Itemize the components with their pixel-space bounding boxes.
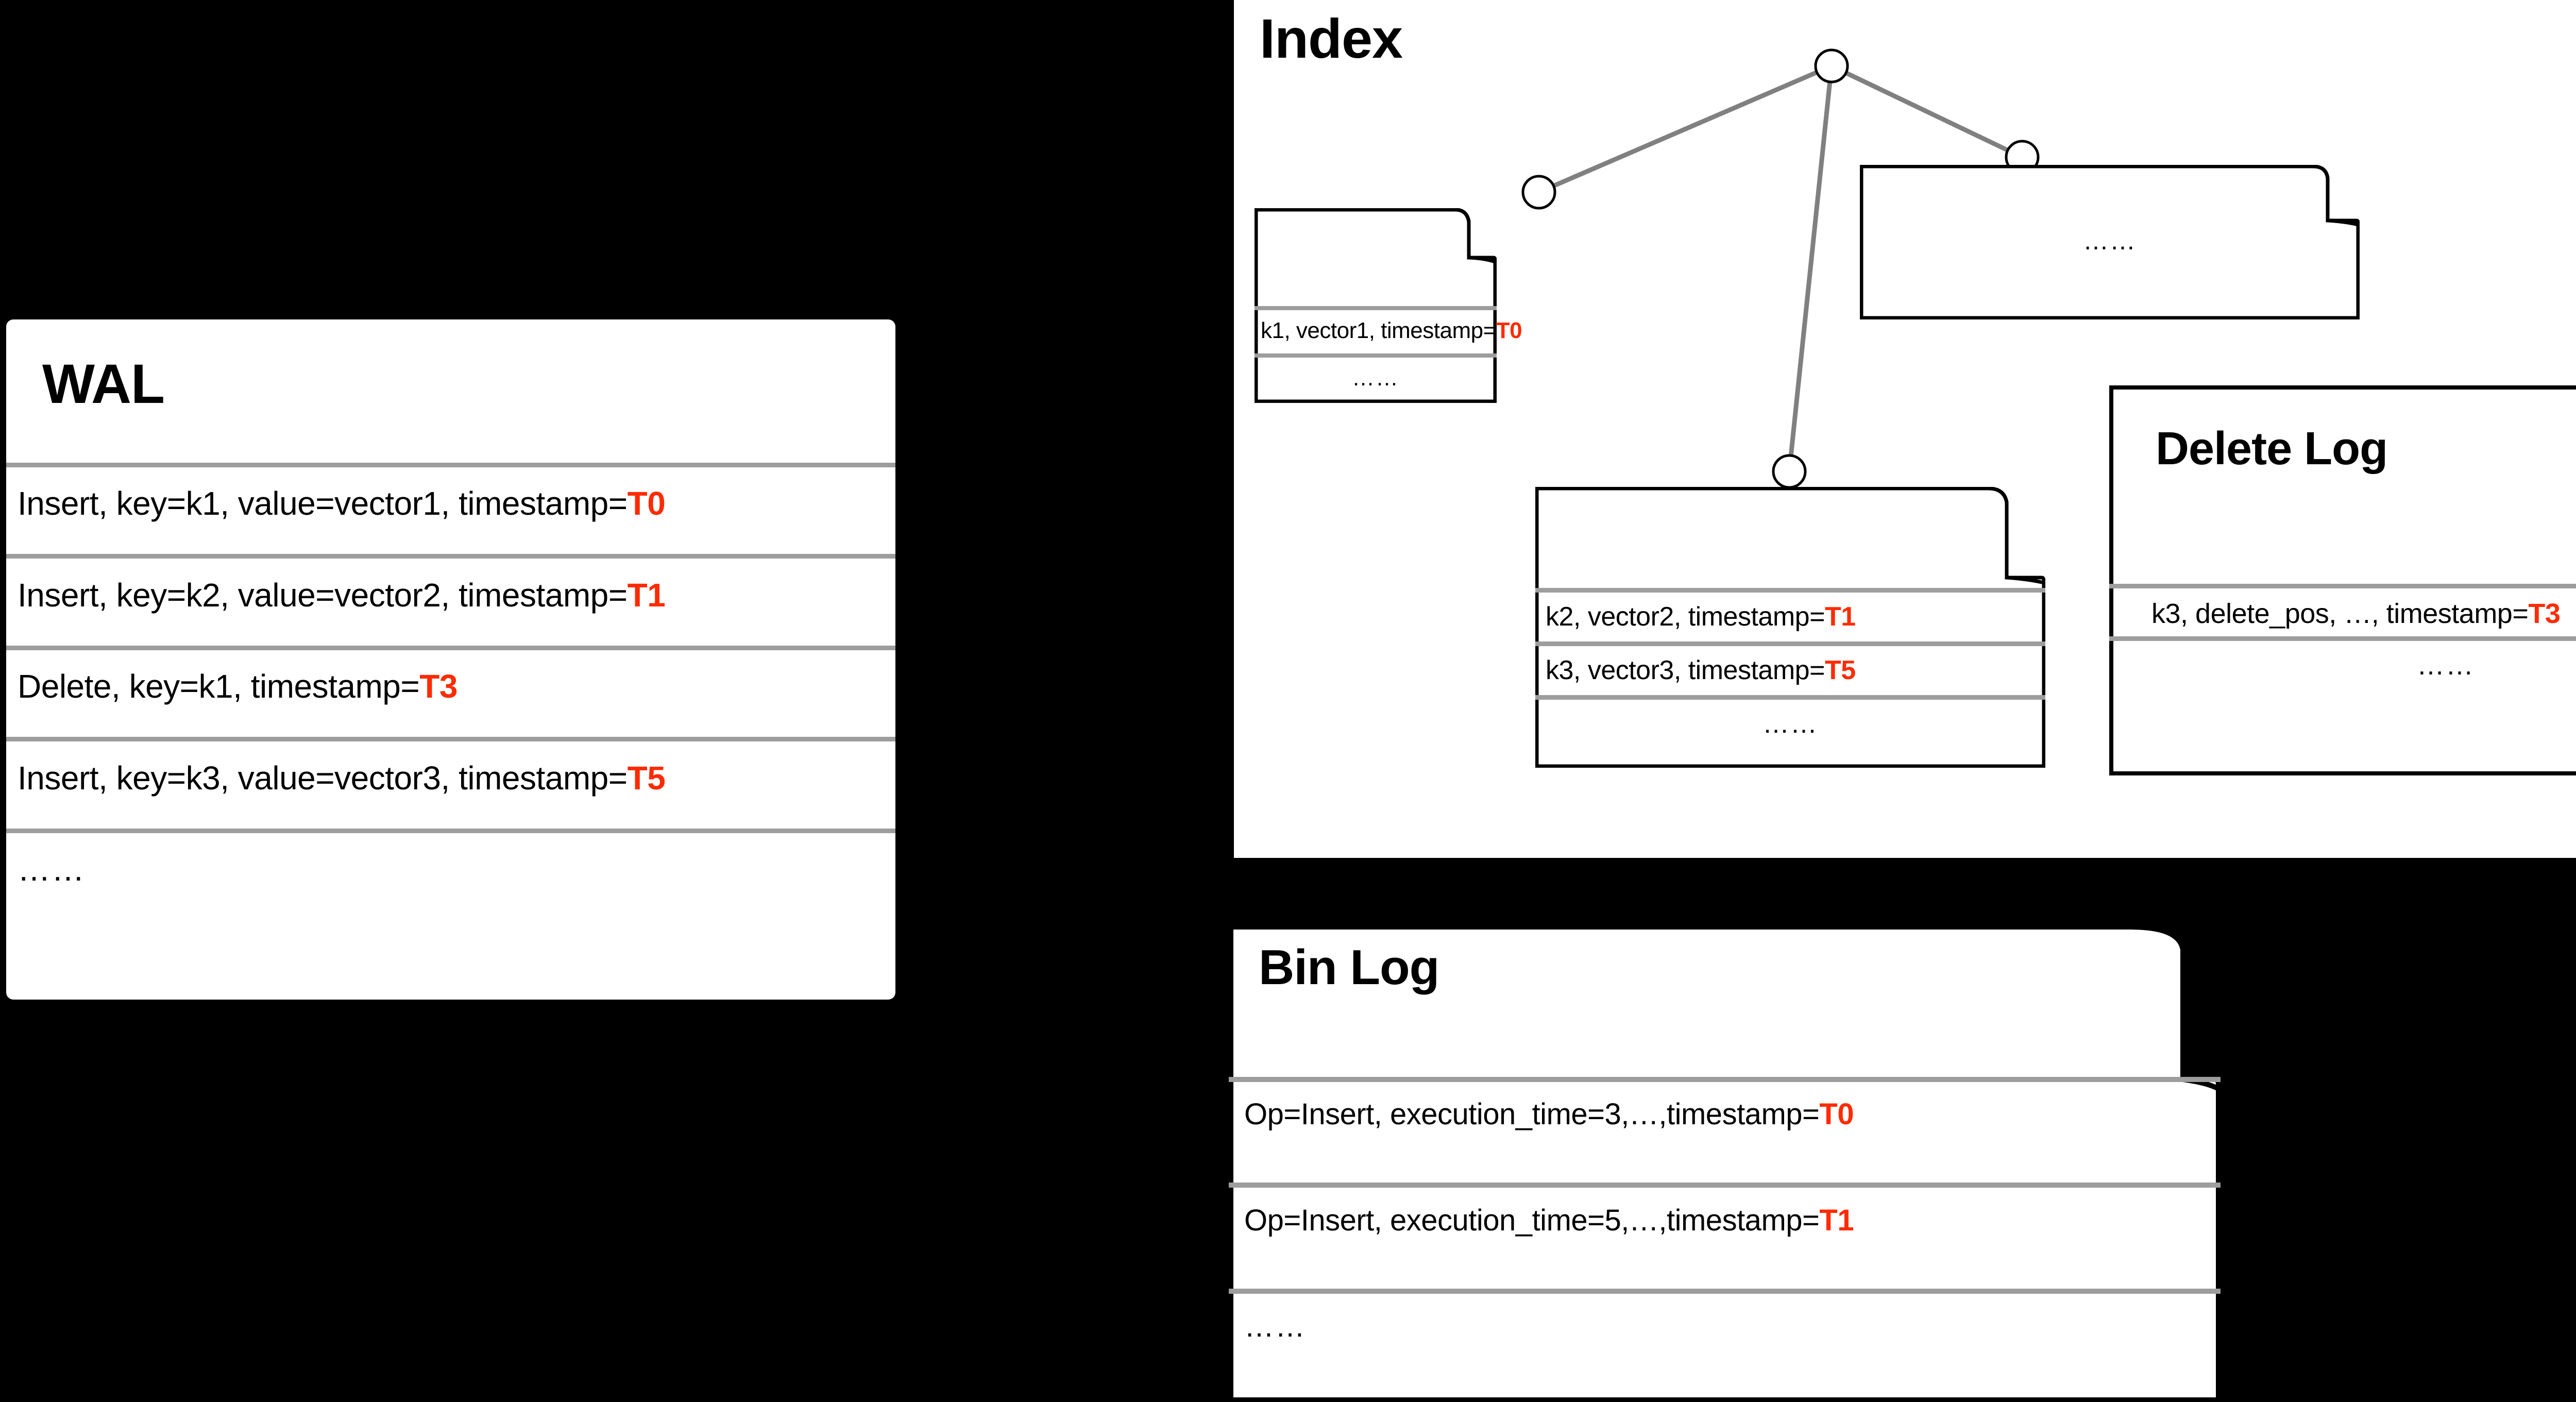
bin-log-entry-2: …… bbox=[1244, 1309, 1306, 1344]
index-panel: Index k1, vector1, timestamp bbox=[1234, 0, 2576, 858]
index-title: Index bbox=[1260, 7, 1403, 70]
wal-separator-2 bbox=[6, 554, 895, 559]
doc-shape-bin-log bbox=[1229, 925, 2221, 1402]
wal-entry-0: Insert, key=k1, value=vector1, timestamp… bbox=[18, 484, 666, 522]
index-leaf-k23-row-0: k2, vector2, timestamp=T1 bbox=[1546, 601, 1856, 632]
delete-log-panel: Delete Log k3, delete_pos, …, timestamp=… bbox=[2109, 385, 2576, 775]
delete-log-entry-0: k3, delete_pos, …, timestamp=T3 bbox=[2151, 598, 2561, 630]
index-leaf-dots: …… bbox=[1860, 165, 2360, 319]
wal-entry-3-timestamp: T5 bbox=[627, 759, 666, 797]
tree-edge-root-right bbox=[1831, 63, 2023, 160]
wal-entry-0-text: Insert, key=k1, value=vector1, timestamp… bbox=[18, 485, 628, 522]
wal-separator-5 bbox=[6, 829, 895, 833]
bin-log-entry-0-timestamp: T0 bbox=[1819, 1097, 1854, 1131]
index-leaf-k23-row-0-timestamp: T1 bbox=[1824, 602, 1856, 632]
bin-log-entry-1-timestamp: T1 bbox=[1819, 1204, 1854, 1237]
wal-entry-3: Insert, key=k3, value=vector3, timestamp… bbox=[18, 759, 666, 797]
delete-log-entry-0-text: k3, delete_pos, …, timestamp= bbox=[2151, 598, 2529, 629]
wal-separator-1 bbox=[6, 463, 895, 467]
bin-log-panel: Bin Log Op=Insert, execution_time=3,…,ti… bbox=[1229, 925, 2221, 1402]
k23-separator-1 bbox=[1535, 588, 2045, 593]
delete-log-entry-1-text: …… bbox=[2417, 650, 2475, 681]
bin-log-separator-1 bbox=[1229, 1077, 2221, 1082]
tree-node-left bbox=[1521, 175, 1556, 210]
index-leaf-dots-row-0-text: …… bbox=[2083, 226, 2137, 255]
delete-log-entry-1: …… bbox=[2109, 649, 2576, 681]
index-leaf-k1-row-1: …… bbox=[1255, 365, 1497, 391]
index-leaf-k23-row-1-timestamp: T5 bbox=[1824, 655, 1856, 685]
bin-log-entry-0: Op=Insert, execution_time=3,…,timestamp=… bbox=[1244, 1097, 1854, 1131]
wal-entry-1: Insert, key=k2, value=vector2, timestamp… bbox=[18, 576, 666, 614]
index-leaf-k23-row-0-text: k2, vector2, timestamp= bbox=[1546, 602, 1825, 632]
wal-entry-2-timestamp: T3 bbox=[419, 668, 457, 705]
doc-shape-dots bbox=[1860, 165, 2360, 319]
wal-separator-3 bbox=[6, 646, 895, 650]
wal-entry-0-timestamp: T0 bbox=[627, 485, 666, 522]
wal-entry-3-text: Insert, key=k3, value=vector3, timestamp… bbox=[18, 759, 628, 797]
bin-log-separator-3 bbox=[1229, 1289, 2221, 1294]
index-leaf-k23-row-1: k3, vector3, timestamp=T5 bbox=[1546, 655, 1856, 686]
index-leaf-k1-row-0: k1, vector1, timestamp=T0 bbox=[1261, 318, 1522, 344]
index-leaf-k1-row-1-text: …… bbox=[1352, 365, 1399, 391]
wal-entry-2: Delete, key=k1, timestamp=T3 bbox=[18, 667, 457, 705]
delete-log-separator-1 bbox=[2109, 584, 2576, 588]
tree-node-root bbox=[1814, 48, 1849, 83]
k23-separator-3 bbox=[1535, 695, 2045, 700]
index-leaf-k23-row-1-text: k3, vector3, timestamp= bbox=[1546, 655, 1825, 685]
wal-entry-4: …… bbox=[18, 850, 86, 888]
delete-log-title: Delete Log bbox=[2156, 423, 2388, 475]
wal-entry-1-text: Insert, key=k2, value=vector2, timestamp… bbox=[18, 577, 628, 614]
wal-entry-1-timestamp: T1 bbox=[627, 577, 666, 614]
index-leaf-k23: k2, vector2, timestamp=T1 k3, vector3, t… bbox=[1535, 487, 2045, 768]
wal-title: WAL bbox=[42, 352, 165, 415]
bin-log-title: Bin Log bbox=[1259, 940, 1439, 995]
bin-log-entry-0-text: Op=Insert, execution_time=3,…,timestamp= bbox=[1244, 1097, 1820, 1131]
tree-edge-root-bottom bbox=[1787, 65, 1834, 472]
wal-panel: WAL Insert, key=k1, value=vector1, times… bbox=[6, 319, 895, 1000]
bin-log-entry-1-text: Op=Insert, execution_time=5,…,timestamp= bbox=[1244, 1204, 1820, 1237]
doc-shape-delete-log bbox=[2109, 385, 2576, 775]
bin-log-entry-1: Op=Insert, execution_time=5,…,timestamp=… bbox=[1244, 1203, 1854, 1238]
delete-log-entry-0-timestamp: T3 bbox=[2528, 598, 2561, 629]
k1-separator-2 bbox=[1255, 353, 1497, 358]
index-leaf-k1-row-0-timestamp: T0 bbox=[1496, 318, 1522, 343]
wal-separator-4 bbox=[6, 737, 895, 741]
wal-entry-2-text: Delete, key=k1, timestamp= bbox=[18, 668, 420, 705]
wal-entry-4-text: …… bbox=[18, 851, 86, 888]
index-leaf-k1: k1, vector1, timestamp=T0 …… bbox=[1255, 208, 1522, 403]
delete-log-separator-2 bbox=[2109, 636, 2576, 641]
index-leaf-k23-row-2: …… bbox=[1535, 708, 2045, 739]
k1-separator-1 bbox=[1255, 306, 1497, 310]
index-leaf-k1-row-0-text: k1, vector1, timestamp= bbox=[1261, 318, 1496, 343]
bin-log-entry-2-text: …… bbox=[1244, 1310, 1306, 1343]
index-leaf-dots-row-0: …… bbox=[1860, 226, 2360, 256]
bin-log-separator-2 bbox=[1229, 1183, 2221, 1188]
tree-node-bottom bbox=[1772, 454, 1807, 489]
k23-separator-2 bbox=[1535, 641, 2045, 646]
tree-edge-root-left bbox=[1538, 63, 1833, 195]
index-leaf-k23-row-2-text: …… bbox=[1762, 709, 1818, 739]
